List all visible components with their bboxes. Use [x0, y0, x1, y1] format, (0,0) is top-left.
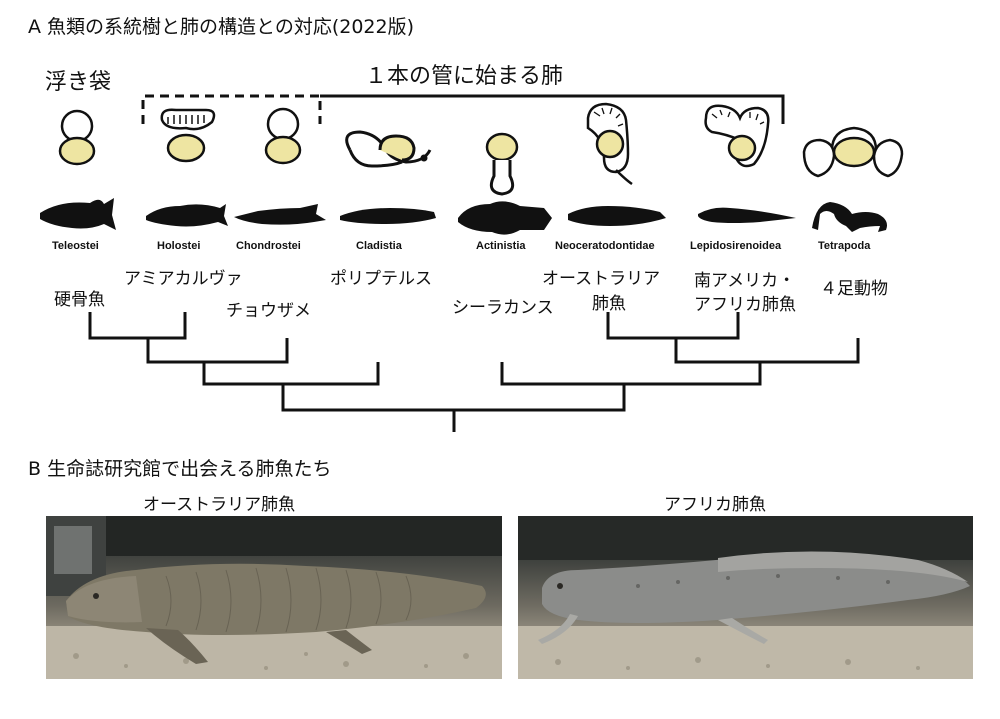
lung-neoceratodontidae-icon: [586, 102, 633, 186]
holostei-silhouette-icon: [146, 204, 228, 227]
taxon-sci-teleostei: Teleostei: [52, 240, 99, 252]
lung-cladistia-icon: [345, 130, 432, 168]
tetrapoda-silhouette-icon: [812, 202, 887, 232]
cladistia-silhouette-icon: [340, 208, 436, 224]
taxon-sci-tetrapoda: Tetrapoda: [818, 240, 871, 252]
african-lungfish-photo: [518, 516, 973, 679]
photo-caption-african-lungfish: アフリカ肺魚: [664, 495, 766, 515]
taxon-jp-neoceratodontidae-line1: オーストラリア: [542, 269, 661, 289]
lepidosirenoidea-silhouette-icon: [698, 207, 796, 223]
lung-group-label: １本の管に始まる肺: [365, 64, 564, 89]
swim-bladder-teleostei-icon: [58, 109, 96, 166]
taxon-jp-actinistia: シーラカンス: [452, 298, 554, 318]
taxon-sci-neoceratodontidae: Neoceratodontidae: [555, 240, 655, 252]
taxon-jp-holostei: アミアカルヴァ: [124, 269, 243, 289]
taxon-jp-cladistia: ポリプテルス: [330, 269, 432, 289]
swim-bladder-chondrostei-icon: [264, 107, 302, 165]
lung-tetrapoda-icon: [802, 126, 904, 178]
panel-a-title: A 魚類の系統樹と肺の構造との対応(2022版): [28, 16, 415, 38]
taxon-sci-actinistia: Actinistia: [476, 240, 526, 252]
taxon-sci-lepidosirenoidea: Lepidosirenoidea: [690, 240, 782, 252]
actinistia-silhouette-icon: [458, 201, 552, 235]
taxon-jp-lepidosirenoidea-line2: アフリカ肺魚: [694, 295, 796, 315]
taxon-sci-cladistia: Cladistia: [356, 240, 402, 252]
taxon-jp-tetrapoda: ４足動物: [820, 279, 888, 299]
taxon-sci-chondrostei: Chondrostei: [236, 240, 301, 252]
lung-holostei-icon: [160, 108, 216, 163]
swim-bladder-label: 浮き袋: [45, 70, 112, 95]
australian-lungfish-photo: [46, 516, 502, 679]
chondrostei-silhouette-icon: [234, 204, 326, 225]
taxon-jp-neoceratodontidae-line2: 肺魚: [592, 294, 626, 314]
panel-b-title: B 生命誌研究館で出会える肺魚たち: [28, 458, 332, 480]
taxon-jp-teleostei: 硬骨魚: [54, 290, 105, 310]
silhouettes: [40, 198, 887, 235]
lung-actinistia-icon: [485, 132, 519, 196]
lung-bracket: [320, 94, 785, 124]
neoceratodontidae-silhouette-icon: [568, 206, 666, 226]
phylogenetic-tree: [88, 312, 860, 432]
taxon-jp-chondrostei: チョウザメ: [226, 301, 311, 321]
taxon-sci-holostei: Holostei: [157, 240, 201, 252]
taxon-jp-lepidosirenoidea-line1: 南アメリカ・: [694, 271, 796, 291]
dashed-bracket: [141, 94, 322, 124]
lung-lepidosirenoidea-icon: [704, 104, 770, 168]
teleostei-silhouette-icon: [40, 198, 116, 230]
photo-caption-australian-lungfish: オーストラリア肺魚: [143, 495, 296, 515]
